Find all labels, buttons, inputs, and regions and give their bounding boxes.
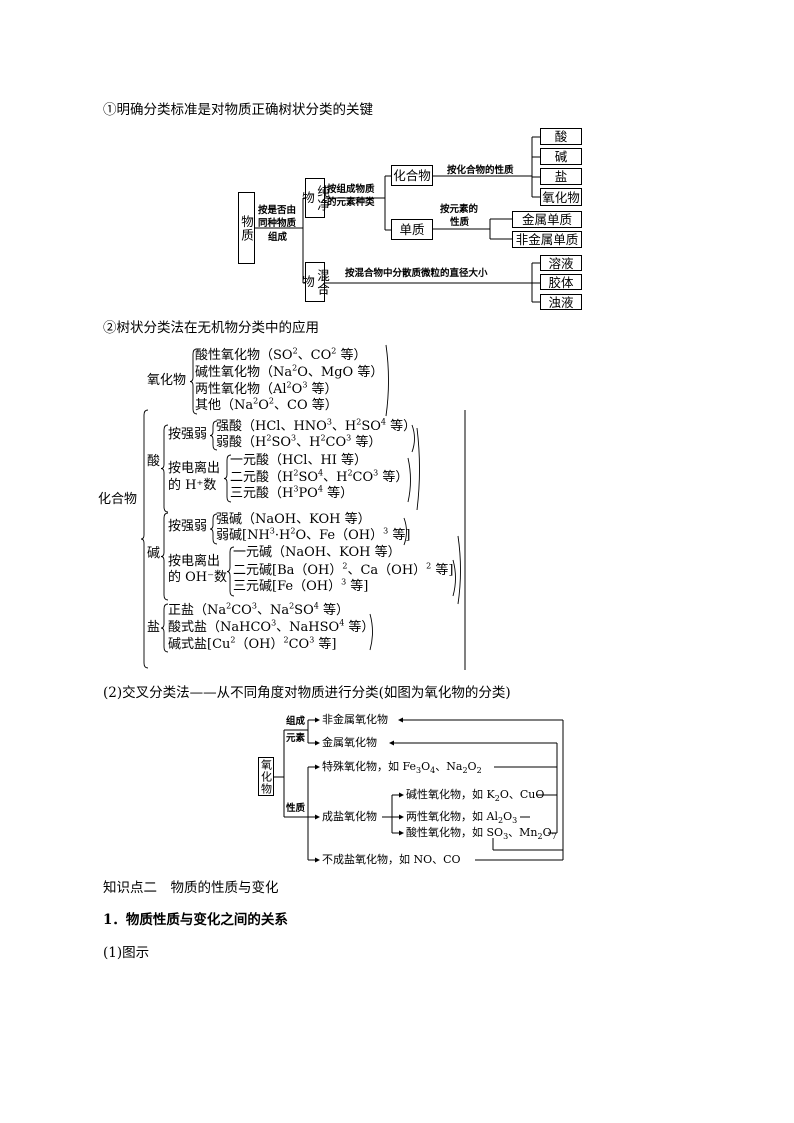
base-label: 碱	[147, 546, 161, 561]
root-box-matter: 物质	[238, 192, 255, 264]
criterion-label: 性质	[450, 217, 470, 228]
base-item: 一元碱（NaOH、KOH 等）	[233, 545, 401, 560]
type-box-solution: 溶液	[540, 255, 582, 271]
acid-item: 强酸（HCl、HNO3、H2SO4 等）	[216, 417, 417, 434]
amphoteric-oxide-label: 两性氧化物，如 Al2O3	[406, 810, 518, 826]
right-parenthesis	[416, 427, 420, 511]
subsection-item: (1)图示	[103, 945, 150, 961]
criterion-label: 的元素种类	[327, 197, 375, 208]
left-brace	[140, 409, 149, 669]
special-oxide-label: 特殊氧化物，如 Fe3O4、Na2O2	[322, 760, 482, 776]
arrow-head-icon	[399, 792, 404, 798]
salt-item: 碱式盐[Cu2（OH）2CO3 等]	[168, 635, 337, 652]
arrow-head-icon	[315, 814, 320, 820]
arrow-head-icon	[315, 717, 320, 723]
section-title: 知识点二 物质的性质与变化	[103, 880, 279, 896]
type-box-acid: 酸	[540, 128, 582, 145]
criterion-label: 元素	[286, 733, 306, 744]
oxide-item: 碱性氧化物（Na2O、MgO 等）	[195, 363, 384, 380]
right-parenthesis	[403, 517, 407, 546]
acid-item: 弱酸（H2SO3、H2CO3 等）	[216, 433, 382, 450]
type-box-salt: 盐	[540, 168, 582, 185]
acid-label: 酸	[147, 454, 161, 469]
oxide-item: 两性氧化物（Al2O3 等）	[195, 380, 338, 397]
right-parenthesis	[407, 457, 411, 503]
base-item: 强碱（NaOH、KOH 等）	[216, 512, 371, 527]
criterion-label: 按是否由	[258, 205, 297, 216]
type-box-oxide: 氧化物	[540, 188, 582, 206]
left-brace	[160, 512, 169, 601]
left-brace	[226, 546, 235, 597]
acid-item: 三元酸（H3PO4 等）	[230, 484, 354, 501]
type-box-suspension: 浊液	[540, 294, 582, 310]
right-parenthesis	[457, 535, 461, 605]
compound-box: 化合物	[391, 165, 433, 186]
acid-item: 一元酸（HCl、HI 等）	[230, 453, 368, 468]
left-brace	[160, 424, 169, 513]
root-box-oxide: 氧化物	[258, 757, 274, 796]
right-parenthesis	[411, 424, 415, 453]
right-parenthesis	[385, 344, 389, 417]
criterion-label: 组成	[268, 232, 288, 243]
left-brace	[209, 420, 218, 451]
arrow-head-icon	[315, 764, 320, 770]
heading-tree-inorganic: ②树状分类法在无机物分类中的应用	[103, 320, 319, 336]
acid-item: 二元酸（H2SO4、H2CO3 等）	[230, 468, 409, 485]
arrow-head-icon	[398, 717, 403, 723]
type-box-colloid: 胶体	[540, 274, 582, 290]
criterion-label: 组成	[286, 716, 306, 727]
heading-tree-classification-key: ①明确分类标准是对物质正确树状分类的关键	[103, 102, 373, 118]
arrow-head-icon	[315, 740, 320, 746]
oxide-item: 酸性氧化物（SO2、CO2 等）	[195, 346, 367, 363]
base-ionization-label: 按电离出	[168, 554, 221, 569]
base-strength-label: 按强弱	[168, 519, 208, 534]
left-brace	[189, 348, 198, 415]
type-box-metal: 金属单质	[512, 211, 582, 228]
criterion-label: 按化合物的性质	[447, 165, 514, 176]
acid-ionization-label: 按电离出	[168, 461, 221, 476]
base-item: 三元碱[Fe（OH）3 等]	[233, 577, 369, 594]
heading-cross-classification: (2)交叉分类法——从不同角度对物质进行分类(如图为氧化物的分类)	[103, 685, 511, 701]
metal-oxide-label: 金属氧化物	[322, 736, 377, 749]
left-brace	[160, 603, 169, 653]
criterion-label: 按组成物质	[327, 184, 375, 195]
type-box-base: 碱	[540, 148, 582, 165]
salt-label: 盐	[147, 620, 161, 635]
type-box-nonmetal: 非金属单质	[512, 231, 582, 248]
oxide-item: 其他（Na2O2、CO 等）	[195, 396, 338, 413]
arrow-head-icon	[315, 857, 320, 863]
pure-substance-box: 纯净物	[300, 178, 330, 218]
base-item: 弱碱[NH3·H2O、Fe（OH）3 等]	[216, 526, 411, 543]
criterion-label: 性质	[286, 803, 306, 814]
salt-forming-oxide-label: 成盐氧化物	[322, 810, 377, 823]
left-brace	[209, 513, 218, 545]
basic-oxide-label: 碱性氧化物，如 K2O、CuO	[406, 788, 545, 804]
arrow-head-icon	[399, 814, 404, 820]
non-salt-forming-oxide-label: 不成盐氧化物，如 NO、CO	[322, 853, 461, 866]
left-brace	[223, 454, 232, 503]
criterion-label: 按混合物中分散质微粒的直径大小	[345, 268, 488, 279]
arrow-head-icon	[399, 830, 404, 836]
element-box: 单质	[391, 219, 433, 240]
salt-item: 正盐（Na2CO3、Na2SO4 等）	[168, 601, 349, 618]
acid-strength-label: 按强弱	[168, 427, 208, 442]
base-item: 二元碱[Ba（OH）2、Ca（OH）2 等]	[233, 561, 454, 578]
oxide-label: 氧化物	[147, 373, 187, 388]
nonmetal-oxide-label: 非金属氧化物	[322, 713, 388, 726]
arrow-head-icon	[389, 740, 394, 746]
mixture-box: 混合物	[300, 262, 330, 302]
right-parenthesis	[369, 613, 373, 651]
criterion-label: 按元素的	[440, 204, 479, 215]
criterion-label: 同种物质	[258, 218, 297, 229]
salt-item: 酸式盐（NaHCO3、NaHSO4 等）	[168, 618, 375, 635]
subsection-title: 1．物质性质与变化之间的关系	[103, 912, 288, 928]
base-ionization-label: 的 OH⁻数	[168, 570, 227, 585]
right-parenthesis	[452, 559, 456, 597]
acid-ionization-label: 的 H⁺数	[168, 478, 217, 493]
acidic-oxide-label: 酸性氧化物，如 SO3、Mn2O7	[406, 826, 557, 842]
compound-label: 化合物	[98, 492, 138, 507]
